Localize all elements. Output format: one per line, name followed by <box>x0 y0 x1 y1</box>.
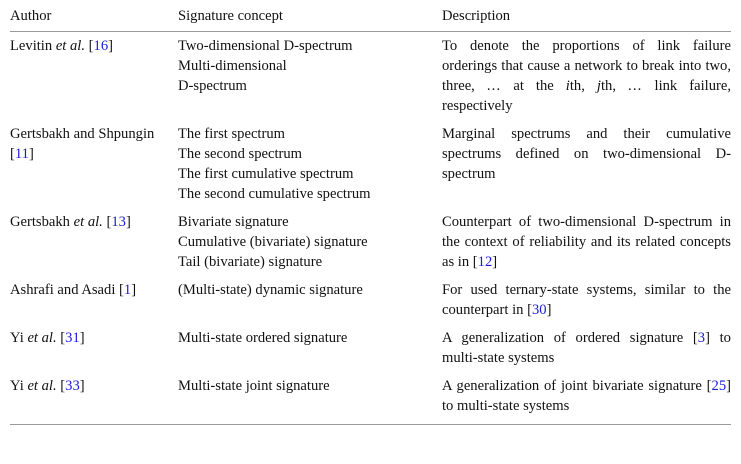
citation-ref: 31 <box>65 330 80 346</box>
text-run: ] <box>131 282 137 298</box>
signature-concept-item: The first cumulative spectrum <box>178 166 354 182</box>
text-run: th, <box>600 78 629 94</box>
cell-author: Ashrafi and Asadi [1] <box>10 276 178 324</box>
text-run: Yi <box>10 330 28 346</box>
ellipsis: ... <box>628 78 643 94</box>
citation-ref: 3 <box>697 330 706 346</box>
cell-description: Counterpart of two-dimensional D-spectru… <box>442 208 731 276</box>
signature-concept-item: D-spectrum <box>178 78 247 94</box>
cell-signature-concept: (Multi-state) dynamic signature <box>178 276 442 324</box>
cell-signature-concept: Multi-state joint signature <box>178 372 442 425</box>
cell-author: Gertsbakh et al. [13] <box>10 208 178 276</box>
signature-concept-item: Multi-state joint signature <box>178 378 330 394</box>
italic-text: j <box>596 78 601 94</box>
text-run: [ <box>102 214 112 230</box>
signature-concept-item: Tail (bivariate) signature <box>178 254 323 270</box>
text-run: For used ternary-state systems, similar … <box>442 282 731 318</box>
table-row: Levitin et al. [16]Two-dimensional D-spe… <box>10 32 731 121</box>
italic-text: i <box>565 78 570 94</box>
signature-concept-item: Two-dimensional D-spectrum <box>178 38 353 54</box>
cell-author: Gertsbakh and Shpungin [11] <box>10 120 178 208</box>
text-run: Marginal spectrums and their cumulative … <box>442 126 731 182</box>
cell-description: Marginal spectrums and their cumulative … <box>442 120 731 208</box>
text-run: Levitin <box>10 38 56 54</box>
signature-concept-item: Cumulative (bivariate) signature <box>178 234 368 250</box>
text-run: link failure, respectively <box>442 78 731 114</box>
text-run: Ashrafi and Asadi [ <box>10 282 124 298</box>
signature-concept-item: Multi-state ordered signature <box>178 330 348 346</box>
column-header-signature-concept: Signature concept <box>178 0 442 32</box>
text-run: th, <box>569 78 597 94</box>
column-header-author: Author <box>10 0 178 32</box>
italic-text: et al. <box>73 214 103 230</box>
italic-text: et al. <box>27 330 57 346</box>
text-run: [ <box>56 330 66 346</box>
citation-ref: 16 <box>93 38 109 54</box>
text-run: [ <box>85 38 94 54</box>
table-row: Gertsbakh and Shpungin [11]The first spe… <box>10 120 731 208</box>
text-run: ] <box>108 38 113 54</box>
text-run: Counterpart of two-dimensional D-spectru… <box>442 214 731 270</box>
cell-author: Yi et al. [31] <box>10 324 178 372</box>
text-run: To denote the proportions of link failur… <box>442 38 731 94</box>
text-run: ] to multi-state systems <box>442 330 731 366</box>
signature-concept-item: The first spectrum <box>178 126 285 142</box>
text-run: A generalization of joint bivariate sign… <box>442 378 712 394</box>
table-row: Gertsbakh et al. [13]Bivariate signature… <box>10 208 731 276</box>
signature-concept-item: Bivariate signature <box>178 214 289 230</box>
text-run: at the <box>501 78 566 94</box>
citation-ref: 13 <box>111 214 126 230</box>
cell-description: To denote the proportions of link failur… <box>442 32 731 121</box>
cell-description: A generalization of joint bivariate sign… <box>442 372 731 425</box>
text-run: ] <box>492 254 498 270</box>
text-run: ] <box>79 378 85 394</box>
text-run: A generalization of ordered signature [ <box>442 330 698 346</box>
italic-text: et al. <box>27 378 57 394</box>
table-body: Levitin et al. [16]Two-dimensional D-spe… <box>10 32 731 425</box>
text-run: [ <box>56 378 66 394</box>
italic-text: et al. <box>55 38 85 54</box>
cell-description: For used ternary-state systems, similar … <box>442 276 731 324</box>
text-run: Yi <box>10 378 28 394</box>
text-run: Gertsbakh and Shpungin [ <box>10 126 155 162</box>
text-run: ] to multi-state systems <box>442 378 731 414</box>
table-row: Yi et al. [31]Multi-state ordered signat… <box>10 324 731 372</box>
cell-signature-concept: Multi-state ordered signature <box>178 324 442 372</box>
cell-author: Levitin et al. [16] <box>10 32 178 121</box>
table-row: Yi et al. [33]Multi-state joint signatur… <box>10 372 731 425</box>
text-run: ] <box>79 330 85 346</box>
table-row: Ashrafi and Asadi [1](Multi-state) dynam… <box>10 276 731 324</box>
text-run: ] <box>546 302 552 318</box>
citation-ref: 1 <box>123 282 132 298</box>
signature-concept-item: The second cumulative spectrum <box>178 186 371 202</box>
text-run: ] <box>125 214 131 230</box>
signature-concept-item: The second spectrum <box>178 146 303 162</box>
citation-ref: 11 <box>14 146 29 162</box>
signature-concept-item: (Multi-state) dynamic signature <box>178 282 363 298</box>
text-run: ] <box>28 146 34 162</box>
citation-ref: 33 <box>65 378 80 394</box>
column-header-description: Description <box>442 0 731 32</box>
citation-ref: 25 <box>711 378 727 394</box>
ellipsis: ... <box>486 78 502 94</box>
signature-concept-item: Multi-dimensional <box>178 58 287 74</box>
cell-author: Yi et al. [33] <box>10 372 178 425</box>
table-header: Author Signature concept Description <box>10 0 731 32</box>
citation-ref: 30 <box>531 302 547 318</box>
signature-concepts-table: Author Signature concept Description Lev… <box>10 0 731 425</box>
cell-description: A generalization of ordered signature [3… <box>442 324 731 372</box>
table-header-row: Author Signature concept Description <box>10 0 731 32</box>
citation-ref: 12 <box>477 254 493 270</box>
text-run: Gertsbakh <box>10 214 74 230</box>
